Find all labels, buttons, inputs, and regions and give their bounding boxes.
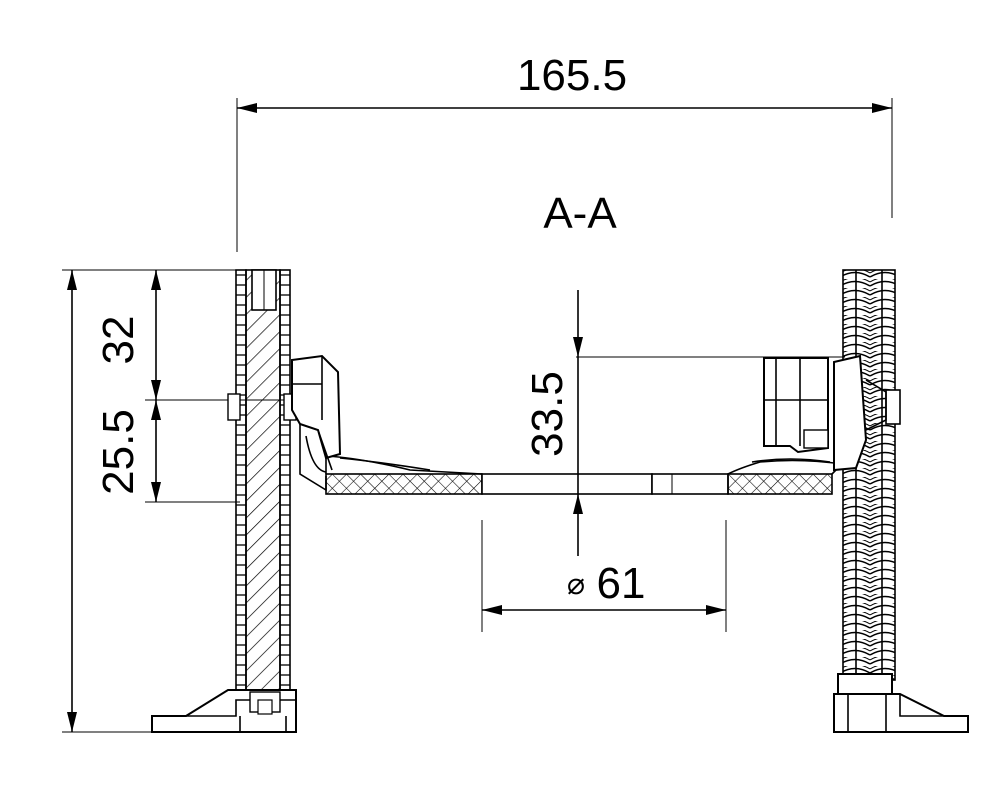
dimension-overall-width: 165.5 [236,51,893,252]
dimension-value-middle-height: 25.5 [94,409,143,495]
diameter-symbol: ⌀ [567,568,585,601]
left-base [151,689,297,733]
dimension-upper-height: 32 [94,270,295,401]
left-bracket [291,354,342,492]
dimension-value-overall-width: 165.5 [517,51,627,100]
dimension-overall-height [62,269,240,733]
dimension-bowl-depth: 33.5 [523,290,845,556]
dimension-value-diameter: 61 [597,559,646,608]
dimension-diameter: ⌀ 61 [481,520,727,632]
right-column [842,269,901,681]
dimension-value-upper-height: 32 [94,316,143,365]
right-bracket [763,354,887,472]
left-column [227,269,297,691]
dimension-middle-height: 25.5 [94,400,240,503]
dimension-value-bowl-depth: 33.5 [523,371,572,457]
right-base [833,673,969,733]
section-label: A-A [543,189,617,238]
tray-plate [325,455,844,495]
